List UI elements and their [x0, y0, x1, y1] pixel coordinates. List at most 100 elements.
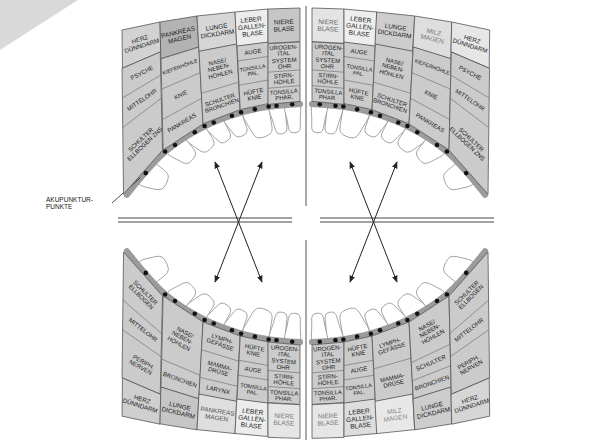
cell-text: LEBER GALLEN- BLASE — [345, 16, 375, 39]
cell-shape — [197, 394, 237, 434]
cell-text: STIRN- HÖHLE — [270, 71, 299, 86]
zone-cell: PSYCHEMITTELOHRSCHULTER ELLBOGEN ZNS — [447, 50, 492, 196]
cell-text: NIERE BLASE — [314, 413, 343, 428]
acupuncture-point — [290, 339, 295, 344]
organ-cell: LEBER GALLEN- BLASE — [342, 7, 379, 49]
acupuncture-point — [341, 337, 346, 342]
cell-shape — [375, 394, 415, 434]
cell-shape — [235, 9, 268, 47]
cell-shape — [344, 9, 377, 47]
cell-divider — [344, 57, 374, 62]
cell-text: NIERE BLASE — [270, 413, 299, 428]
cell-shape — [449, 252, 490, 394]
zone-cell: HÜFTE KNIEAUGETONSILLA PAL. — [342, 334, 377, 406]
zone-cell: LYMPH- GEFÄSSEMAMMA- DRÜSE — [370, 320, 415, 404]
acupuncture-point — [333, 338, 338, 343]
cell-shape — [449, 52, 490, 194]
cell-shape — [344, 336, 375, 404]
organ-cell: HERZ DÜNNDARM — [449, 376, 492, 426]
zone-cell: UROGEN- ITAL SYSTEM OHRSTIRN- HÖHLETONSI… — [310, 40, 346, 106]
cell-divider — [200, 377, 238, 386]
acupuncture-point — [230, 113, 235, 118]
acupuncture-point — [274, 103, 279, 108]
cross-arrow — [350, 162, 397, 282]
cell-divider — [239, 80, 268, 85]
cell-divider — [312, 69, 344, 71]
cell-shape — [122, 52, 163, 194]
cell-divider — [268, 69, 300, 71]
cell-text: STIRN- HÖHLE — [314, 372, 343, 387]
organ-cell: MILZ MAGEN — [373, 392, 417, 436]
acupuncture-point — [290, 102, 295, 107]
organ-cell: LEBER GALLEN- BLASE — [342, 397, 379, 439]
cell-shape — [268, 342, 300, 404]
midline — [306, 240, 307, 440]
acupuncture-point — [274, 338, 279, 343]
cross-arrow — [350, 162, 397, 282]
cell-text: LEBER GALLEN- BLASE — [345, 407, 375, 430]
acupuncture-point — [266, 104, 271, 109]
jaw-divider — [320, 218, 494, 219]
cell-shape — [237, 336, 268, 404]
organ-cell: LUNGE DICKDARM — [411, 385, 454, 432]
cell-divider — [344, 360, 373, 365]
cell-text: UROGEN- ITAL SYSTEM OHR — [313, 344, 343, 371]
cell-shape — [312, 342, 344, 404]
cell-divider — [238, 57, 268, 62]
acupuncture-point — [317, 339, 322, 344]
acupuncture-point — [239, 331, 244, 336]
acupuncture-point — [369, 331, 374, 336]
zone-cell: KIEFERHÖHLEKNIEPANKREAS — [159, 45, 205, 152]
cell-shape — [451, 378, 490, 424]
cell-shape — [344, 42, 375, 110]
zone-cell: SCHULTER ELLBOGENMITTELOHRPERIPH. NERVEN — [120, 250, 165, 396]
organ-cell: LEBER GALLEN- BLASE — [233, 397, 270, 439]
organ-cell: HERZ DÜNNDARM — [120, 376, 163, 426]
jaw-divider — [118, 218, 292, 219]
zone-cell: NASE/ NEBEN- HÖHLENBRONCHIEN — [159, 294, 205, 401]
cell-divider — [374, 358, 411, 369]
cell-text: TONSILLA PHAR. — [313, 87, 342, 102]
acupuncture-point — [239, 110, 244, 115]
zone-cell: HÜFTE KNIEAUGETONSILLA PAL. — [235, 334, 270, 406]
cell-shape — [372, 44, 413, 124]
cell-outline — [120, 250, 165, 396]
acupuncture-point — [317, 102, 322, 107]
callout-label: AKUPUNKTUR- PUNKTE — [46, 196, 108, 211]
cell-divider — [312, 387, 344, 389]
acupuncture-point — [355, 107, 360, 112]
cross-arrow — [215, 162, 262, 282]
zone-cell: NASE/ NEBEN- HÖHLENSCHULTER BRONCHIEN — [197, 42, 242, 126]
organ-cell: NIERE BLASE — [310, 401, 346, 440]
cell-divider — [312, 370, 344, 372]
cell-text: UROGEN- ITAL SYSTEM OHR — [269, 43, 299, 70]
cell-outline — [370, 42, 415, 126]
cell-divider — [412, 73, 451, 90]
cell-shape — [312, 42, 344, 104]
cell-shape — [161, 47, 203, 150]
cell-text: TONSILLA PHAR. — [314, 389, 343, 403]
cell-outline — [370, 320, 415, 404]
cell-outline — [197, 42, 242, 126]
cell-outline — [159, 45, 205, 152]
acupuncture-point — [253, 334, 258, 339]
cell-divider — [450, 330, 489, 357]
jaw-divider — [320, 222, 494, 223]
cell-divider — [162, 73, 201, 90]
zone-cell: PSYCHEMITTELOHRSCHULTER ELLBOGEN ZNS — [120, 50, 165, 196]
acupuncture-point — [369, 110, 374, 115]
cross-arrow — [215, 162, 262, 282]
page-fold — [0, 0, 78, 50]
cell-text: STIRN- HÖHLE — [270, 372, 299, 387]
midline — [306, 6, 307, 206]
acupuncture-point — [355, 334, 360, 339]
cell-shape — [409, 47, 451, 150]
zone-cell: LYMPH- GEFÄSSEMAMMA- DRÜSELARYNX — [197, 320, 242, 404]
cell-text: NIERE BLASE — [270, 18, 299, 33]
organ-cell: PANKREAS MAGEN — [195, 392, 239, 436]
zone-cell: NASE/ NEBEN- HÖHLENSCHULTERBRONCHIEN — [407, 294, 453, 401]
cell-shape — [199, 322, 240, 402]
jaw-divider — [118, 222, 292, 223]
zone-cell: KIEFERHÖHLEKNIEPANKREAS — [407, 45, 453, 152]
